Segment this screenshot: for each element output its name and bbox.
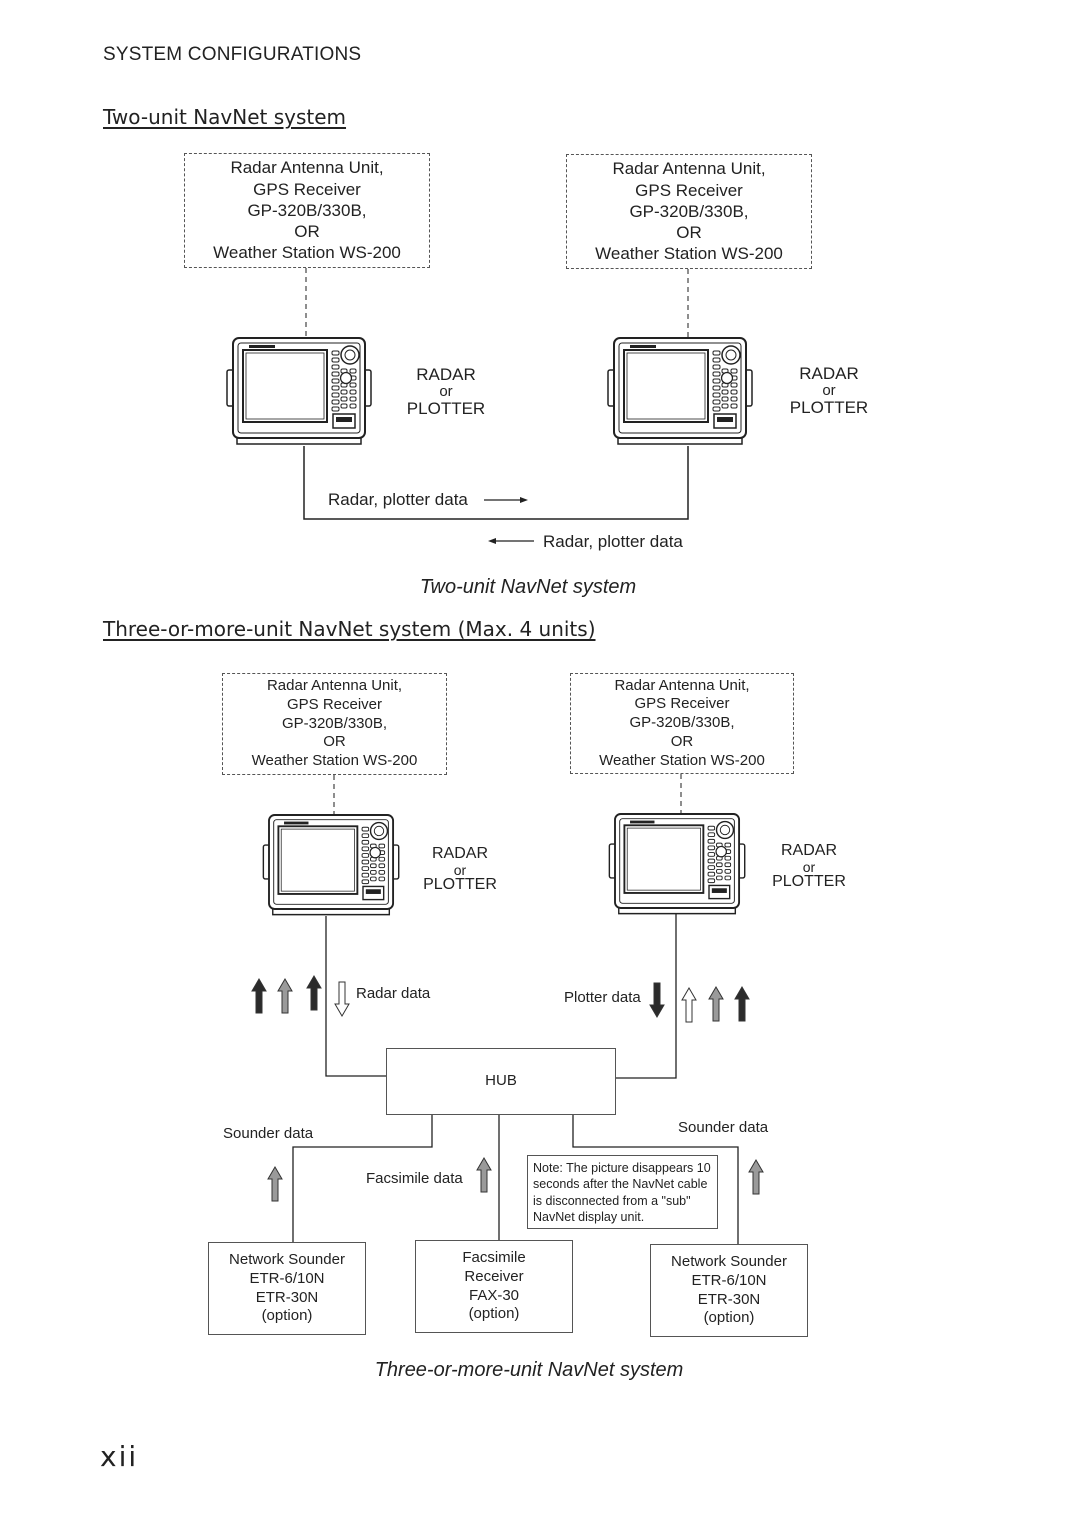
sensor-line: OR xyxy=(670,732,694,750)
sounder-data-label-right: Sounder data xyxy=(678,1119,769,1136)
navnet-display-unit-right xyxy=(607,337,753,445)
sounder-line: ETR-6/10N xyxy=(249,1269,325,1287)
display-label-or: or xyxy=(802,858,816,875)
display-label-right: RADAR or PLOTTER xyxy=(780,365,878,416)
display-label-plotter: PLOTTER xyxy=(789,397,869,417)
section-header: SYSTEM CONFIGURATIONS xyxy=(103,44,362,65)
arrow-group-lower xyxy=(267,1157,764,1202)
two-unit-connections xyxy=(303,268,689,544)
sensor-line: OR xyxy=(323,733,346,751)
sensor-box-left: Radar Antenna Unit, GPS Receiver GP-320B… xyxy=(184,153,430,268)
network-sounder-box-right: Network Sounder ETR-6/10N ETR-30N (optio… xyxy=(650,1244,808,1337)
sensor-line: OR xyxy=(294,222,320,242)
fax-line: Facsimile xyxy=(462,1249,526,1266)
display-label-radar: RADAR xyxy=(799,364,859,383)
fax-line: Receiver xyxy=(464,1267,524,1285)
display-label-left: RADAR or PLOTTER xyxy=(397,366,495,417)
facsimile-receiver-box: Facsimile Receiver FAX-30 (option) xyxy=(415,1240,573,1333)
data-flow-label-left: Radar, plotter data xyxy=(543,532,683,551)
plotter-data-label: Plotter data xyxy=(564,989,641,1006)
sensor-box-right: Radar Antenna Unit, GPS Receiver GP-320B… xyxy=(566,154,812,269)
facsimile-data-label: Facsimile data xyxy=(366,1170,463,1187)
fax-line: FAX-30 xyxy=(468,1286,520,1304)
navnet-display-unit-left xyxy=(226,337,372,445)
sounder-line: (option) xyxy=(703,1309,755,1327)
navnet-display-unit-left xyxy=(262,814,400,916)
multi-unit-heading: Three-or-more-unit NavNet system (Max. 4… xyxy=(103,617,596,641)
sensor-line: OR xyxy=(676,223,702,243)
figure-caption-two-unit: Two-unit NavNet system xyxy=(419,576,637,598)
display-label-radar: RADAR xyxy=(431,845,488,862)
sensor-line: GPS Receiver xyxy=(286,695,383,713)
hub-label: HUB xyxy=(485,1072,517,1090)
display-label-plotter: PLOTTER xyxy=(772,873,846,891)
display-label-or: or xyxy=(822,381,836,399)
sensor-line: GP-320B/330B, xyxy=(247,200,367,220)
data-flow-label-right: Radar, plotter data xyxy=(328,490,468,509)
sounder-line: (option) xyxy=(261,1307,313,1325)
sensor-box-left: Radar Antenna Unit, GPS Receiver GP-320B… xyxy=(222,673,447,775)
sensor-line: Weather Station WS-200 xyxy=(595,244,783,264)
navnet-display-unit-right xyxy=(608,813,746,915)
sensor-line: Radar Antenna Unit, xyxy=(612,159,766,179)
display-label-radar: RADAR xyxy=(780,842,837,859)
display-label-or: or xyxy=(453,861,467,878)
sounder-line: Network Sounder xyxy=(229,1251,345,1268)
sensor-line: GP-320B/330B, xyxy=(281,714,388,732)
sounder-line: ETR-6/10N xyxy=(691,1271,767,1289)
sounder-line: Network Sounder xyxy=(671,1253,787,1270)
sounder-data-label-left: Sounder data xyxy=(223,1125,314,1142)
sensor-line: Weather Station WS-200 xyxy=(251,752,418,770)
page-number: xii xyxy=(100,1440,139,1473)
two-unit-heading: Two-unit NavNet system xyxy=(103,105,347,129)
multi-unit-connections xyxy=(292,774,739,1244)
fax-line: (option) xyxy=(468,1305,520,1323)
sensor-line: Radar Antenna Unit, xyxy=(230,158,384,178)
sensor-line: Radar Antenna Unit, xyxy=(266,677,403,695)
display-label-or: or xyxy=(439,382,453,400)
sensor-line: GP-320B/330B, xyxy=(629,201,749,221)
sensor-line: GPS Receiver xyxy=(253,179,361,199)
display-label-plotter: PLOTTER xyxy=(406,398,486,418)
sensor-line: Weather Station WS-200 xyxy=(213,243,401,263)
figure-caption-multi-unit: Three-or-more-unit NavNet system xyxy=(374,1359,684,1381)
sounder-line: ETR-30N xyxy=(697,1290,761,1308)
display-label-radar: RADAR xyxy=(416,365,476,384)
sensor-line: GPS Receiver xyxy=(634,695,730,713)
radar-data-label: Radar data xyxy=(356,985,431,1002)
arrow-group-right xyxy=(649,982,750,1023)
hub-box: HUB xyxy=(386,1048,616,1115)
display-label-left: RADAR or PLOTTER xyxy=(416,845,504,894)
sensor-line: Weather Station WS-200 xyxy=(599,751,765,769)
display-label-plotter: PLOTTER xyxy=(423,876,497,894)
note-box: Note: The picture disappears 10 seconds … xyxy=(527,1155,718,1229)
sensor-line: GPS Receiver xyxy=(635,180,743,200)
sensor-line: GP-320B/330B, xyxy=(629,714,735,732)
sensor-box-right: Radar Antenna Unit, GPS Receiver GP-320B… xyxy=(570,673,794,774)
arrow-group-left xyxy=(251,975,350,1017)
sensor-line: Radar Antenna Unit, xyxy=(614,676,750,694)
display-label-right: RADAR or PLOTTER xyxy=(765,842,853,891)
sounder-line: ETR-30N xyxy=(255,1288,319,1306)
network-sounder-box-left: Network Sounder ETR-6/10N ETR-30N (optio… xyxy=(208,1242,366,1335)
